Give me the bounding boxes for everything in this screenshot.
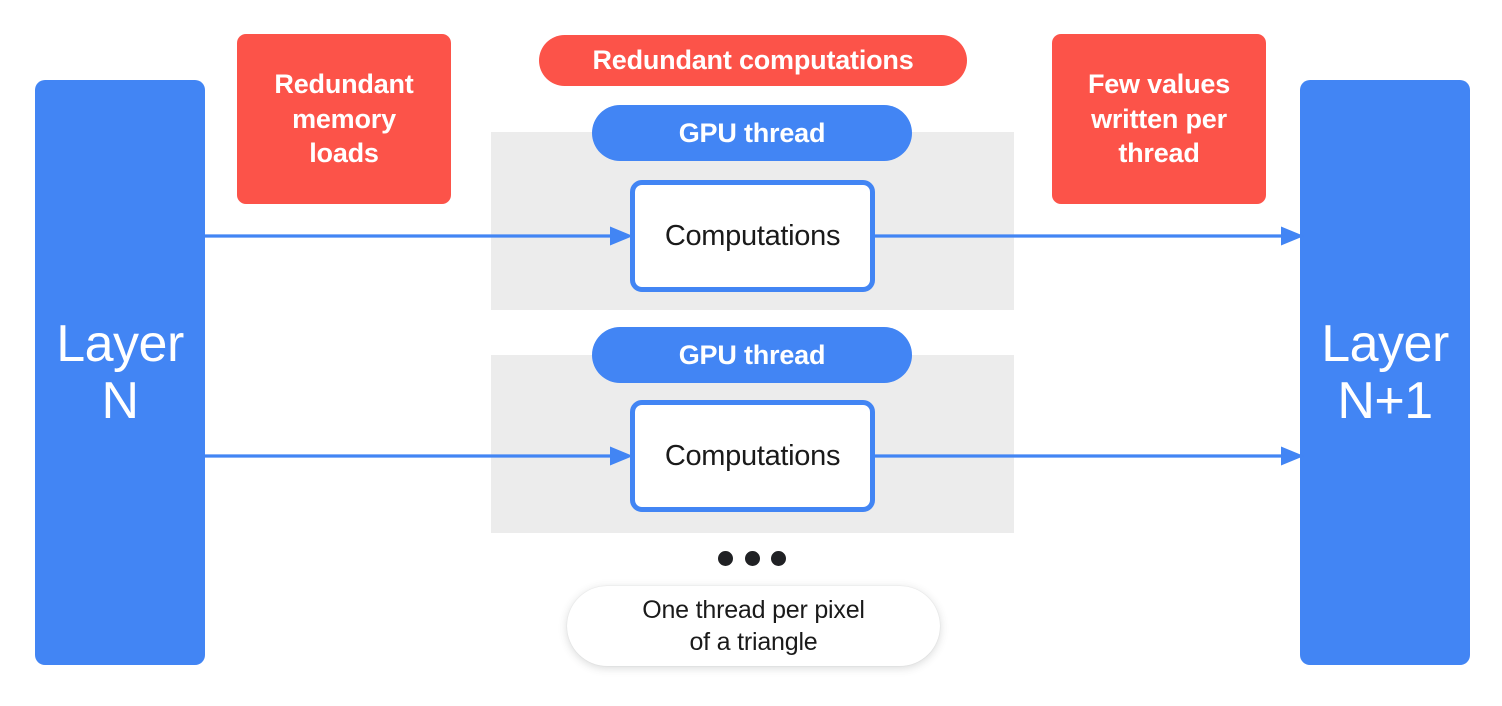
more-threads-ellipsis (718, 550, 786, 566)
gpu-thread-pill-1: GPU thread (592, 105, 912, 161)
layer-n-label: Layer N (56, 315, 184, 430)
callout-few-values-written-per-thread: Few values written per thread (1052, 34, 1266, 204)
ellipsis-dot-3 (771, 550, 786, 566)
thread-mapping-caption-label: One thread per pixel of a triangle (642, 596, 865, 656)
layer-n-plus-1-block: Layer N+1 (1300, 80, 1470, 665)
ellipsis-dot-2 (744, 550, 760, 566)
callout-redundant-computations: Redundant computations (539, 35, 967, 86)
layer-n-plus-1-label: Layer N+1 (1321, 315, 1449, 430)
computations-box-1: Computations (630, 180, 875, 292)
thread-mapping-caption: One thread per pixel of a triangle (567, 586, 940, 666)
callout-few-values-written-per-thread-label: Few values written per thread (1087, 69, 1231, 169)
callout-redundant-memory-loads-label: Redundant memory loads (274, 69, 414, 169)
computations-box-2-label: Computations (664, 439, 841, 472)
callout-redundant-computations-label: Redundant computations (592, 45, 914, 75)
computations-box-1-label: Computations (664, 219, 841, 252)
gpu-thread-pill-2-label: GPU thread (678, 339, 826, 370)
computations-box-2: Computations (630, 400, 875, 512)
gpu-thread-pill-1-label: GPU thread (678, 117, 826, 148)
callout-redundant-memory-loads: Redundant memory loads (237, 34, 451, 204)
ellipsis-dot-1 (718, 550, 733, 566)
layer-n-block: Layer N (35, 80, 205, 665)
gpu-thread-pill-2: GPU thread (592, 327, 912, 383)
